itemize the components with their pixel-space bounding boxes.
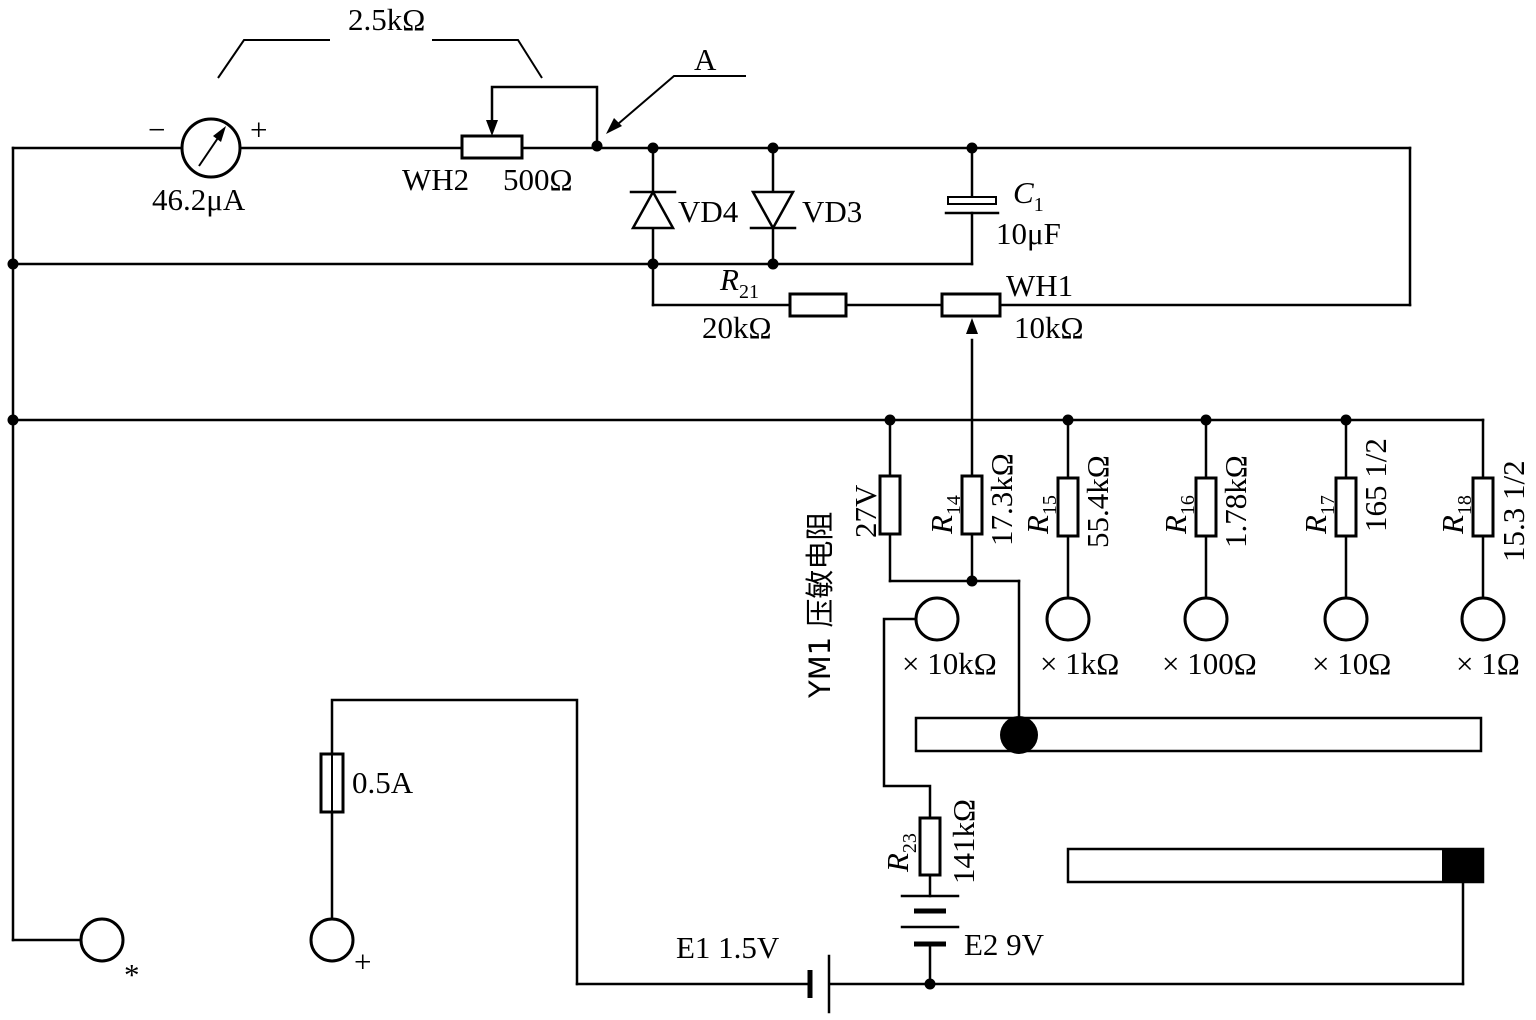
range-terminals: × 10kΩ × 1kΩ × 100Ω × 10Ω × 1Ω (902, 596, 1520, 681)
r16-value: 1.78kΩ (1218, 455, 1253, 548)
wh1-value: 10kΩ (1014, 310, 1084, 345)
r17-value: 165 1/2 (1358, 438, 1393, 532)
r16-label: R16 (1158, 495, 1199, 535)
wh2-value: 500Ω (503, 162, 573, 197)
diode-vd4: VD4 (629, 189, 739, 230)
range-label-x1k: × 1kΩ (1040, 646, 1119, 681)
probe-terminals: * + (79, 917, 371, 992)
r14-label: R14 (924, 495, 965, 535)
vd4-label: VD4 (678, 194, 739, 229)
selector-contact[interactable] (1000, 716, 1038, 754)
wh2-total-label: 2.5kΩ (348, 2, 425, 37)
range-terminal-x1[interactable] (1460, 596, 1506, 642)
varistor-ym1: 27V YM1 压敏电阻 (803, 474, 902, 699)
resistor-r21: R21 20kΩ (702, 262, 848, 345)
r21-label: R21 (719, 262, 759, 303)
fuse: 0.5A (319, 752, 414, 814)
wiring (11, 85, 1485, 986)
c1-value: 10μF (996, 216, 1061, 251)
range-terminal-x100[interactable] (1183, 596, 1229, 642)
meter-plus-label: + (250, 112, 267, 147)
resistor-r14: R14 17.3kΩ (924, 453, 1019, 546)
range-label-x10: × 10Ω (1312, 646, 1391, 681)
r23-value: 141kΩ (946, 799, 981, 884)
range-terminal-x10[interactable] (1323, 596, 1369, 642)
range-label-x10k: × 10kΩ (902, 646, 997, 681)
e1-label: E1 1.5V (676, 930, 780, 965)
r17-label: R17 (1298, 495, 1339, 535)
meter-minus-label: − (148, 112, 165, 147)
resistor-r15: R15 55.4kΩ (1020, 455, 1115, 548)
diode-vd3: VD3 (749, 190, 862, 231)
battery-e2: E2 9V (900, 894, 1045, 962)
common-terminal[interactable] (79, 917, 125, 963)
range-selector-switch[interactable] (914, 716, 1483, 754)
c1-label: C1 (1013, 175, 1044, 216)
potentiometer-wh2: 2.5kΩ WH2 500Ω (217, 2, 573, 197)
resistor-r17: R17 165 1/2 (1298, 438, 1393, 538)
positive-terminal-mark: + (354, 944, 371, 979)
microammeter: − + 46.2μA (148, 112, 267, 217)
r15-label: R15 (1020, 495, 1061, 535)
r18-label: R18 (1435, 495, 1476, 535)
range-terminal-x10k[interactable] (914, 596, 960, 642)
resistor-r23: R23 141kΩ (880, 799, 981, 884)
r15-value: 55.4kΩ (1080, 455, 1115, 548)
wh2-name: WH2 (402, 162, 469, 197)
range-terminal-x1k[interactable] (1045, 596, 1091, 642)
resistor-r16: R16 1.78kΩ (1158, 455, 1253, 548)
common-terminal-mark: * (124, 957, 140, 992)
r21-value: 20kΩ (702, 310, 772, 345)
node-a-pointer: A (606, 42, 746, 134)
capacitor-c1: C1 10μF (944, 175, 1061, 251)
range-label-x1: × 1Ω (1456, 646, 1520, 681)
range-label-x100: × 100Ω (1162, 646, 1257, 681)
wh1-name: WH1 (1006, 268, 1073, 303)
node-a-label: A (694, 42, 717, 77)
potentiometer-wh1: WH1 10kΩ (940, 268, 1084, 345)
meter-rating: 46.2μA (152, 182, 246, 217)
junction-dots (7, 140, 1352, 990)
fuse-value: 0.5A (352, 765, 414, 800)
vd3-label: VD3 (802, 194, 862, 229)
r23-label: R23 (880, 833, 921, 873)
battery-e1: E1 1.5V (676, 930, 831, 1014)
positive-terminal[interactable] (309, 917, 355, 963)
r14-value: 17.3kΩ (984, 453, 1019, 546)
varistor-rating: 27V (848, 484, 883, 538)
battery-selector-switch[interactable] (1066, 847, 1485, 884)
r18-value: 15.3 1/2 (1496, 460, 1531, 562)
resistor-r18: R18 15.3 1/2 (1435, 460, 1531, 562)
e2-label: E2 9V (964, 927, 1045, 962)
varistor-caption: YM1 压敏电阻 (803, 512, 837, 699)
